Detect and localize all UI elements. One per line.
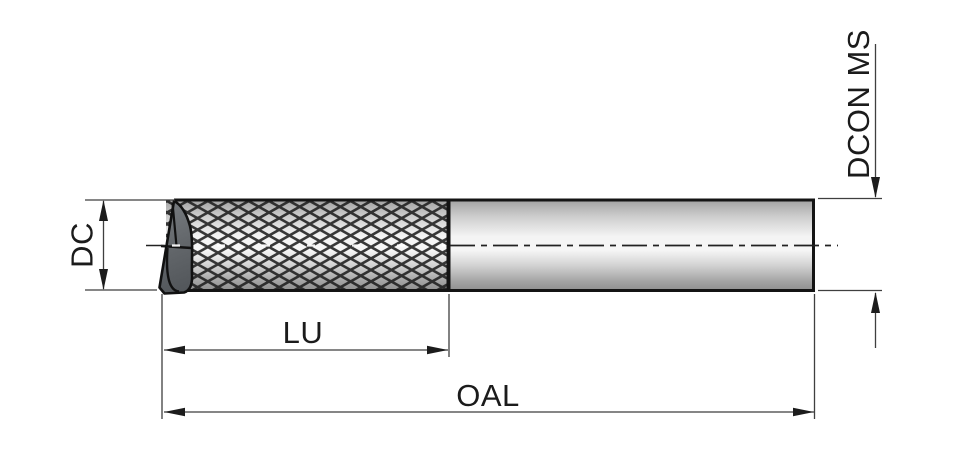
dcon-dimension: DCON MS [818,29,882,348]
arrow-left-icon [164,407,185,417]
arrow-left-icon [164,345,185,355]
dc-label: DC [65,222,100,268]
tip-insert-curve [165,247,180,293]
arrow-right-icon [793,407,814,417]
arrow-up-icon [99,200,108,221]
oal-arrowheads [164,407,814,417]
oal-label: OAL [456,378,520,413]
lu-dimension: LU [161,294,450,419]
lu-arrowheads [164,345,448,355]
arrow-up-icon [871,292,880,313]
tool-body [146,198,838,295]
arrow-down-icon [871,177,880,198]
dc-dimension: DC [65,199,175,291]
arrow-down-icon [99,269,108,290]
tip-edge-line [160,244,192,250]
lu-label: LU [283,315,324,350]
dc-arrowheads [99,200,108,290]
arrow-right-icon [427,345,448,355]
cutting-tip [158,199,194,295]
dcon-label: DCON MS [841,29,876,179]
tip-inner-edge [171,202,178,247]
oal-dimension: OAL [164,294,816,419]
dcon-arrowheads [871,177,880,313]
